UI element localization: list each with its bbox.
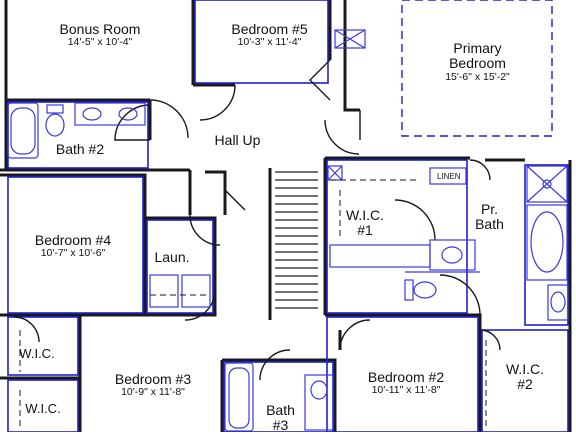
linen-label: LINEN: [437, 172, 461, 181]
room-label-bath-3: Bath #3: [266, 402, 295, 434]
fixtures: [7, 29, 569, 432]
room-label-bedroom-3: Bedroom #3 10'-9" x 11'-8": [98, 371, 208, 399]
room-label-wic-left-1: W.I.C.: [19, 346, 55, 361]
room-label-bonus: Bonus Room 14'-5" x 10'-4": [40, 21, 160, 49]
room-label-laundry: Laun.: [154, 249, 190, 265]
room-label-wic-2: W.I.C. #2: [505, 361, 545, 393]
room-label-wic-1: W.I.C. #1: [345, 207, 385, 239]
room-label-hall-up: Hall Up: [214, 132, 261, 148]
room-name: Bedroom #2: [367, 369, 445, 385]
room-dims: 10'-11" x 11'-8": [371, 384, 441, 397]
room-name: Bedroom #3: [114, 371, 192, 387]
room-label-bedroom-4: Bedroom #4 10'-7" x 10'-6": [18, 232, 128, 260]
room-dims: 14'-5" x 10'-4": [67, 36, 133, 49]
room-name: Primary Bedroom: [449, 40, 506, 72]
room-label-primary: Primary Bedroom 15'-6" x 15'-2": [420, 40, 535, 83]
room-name: Bedroom #5: [231, 21, 308, 37]
room-name: Bedroom #4: [34, 232, 112, 248]
room-label-wic-left-2: W.I.C.: [25, 401, 61, 416]
room-dims: 10'-3" x 11'-4": [237, 36, 302, 49]
room-label-bedroom-2: Bedroom #2 10'-11" x 11'-8": [350, 369, 462, 397]
room-label-bedroom-5: Bedroom #5 10'-3" x 11'-4": [212, 21, 327, 49]
closet-shelves: [19, 179, 487, 430]
room-dims: 15'-6" x 15'-2": [445, 70, 510, 83]
room-dims: 10'-9" x 11'-8": [121, 386, 185, 399]
room-dims: 10'-7" x 10'-6": [40, 247, 106, 260]
room-name: Bonus Room: [59, 21, 141, 37]
room-label-bath-2: Bath #2: [55, 141, 105, 157]
door-swings: [13, 59, 501, 381]
room-label-primary-bath: Pr. Bath: [475, 201, 504, 233]
stairs: [275, 171, 318, 309]
